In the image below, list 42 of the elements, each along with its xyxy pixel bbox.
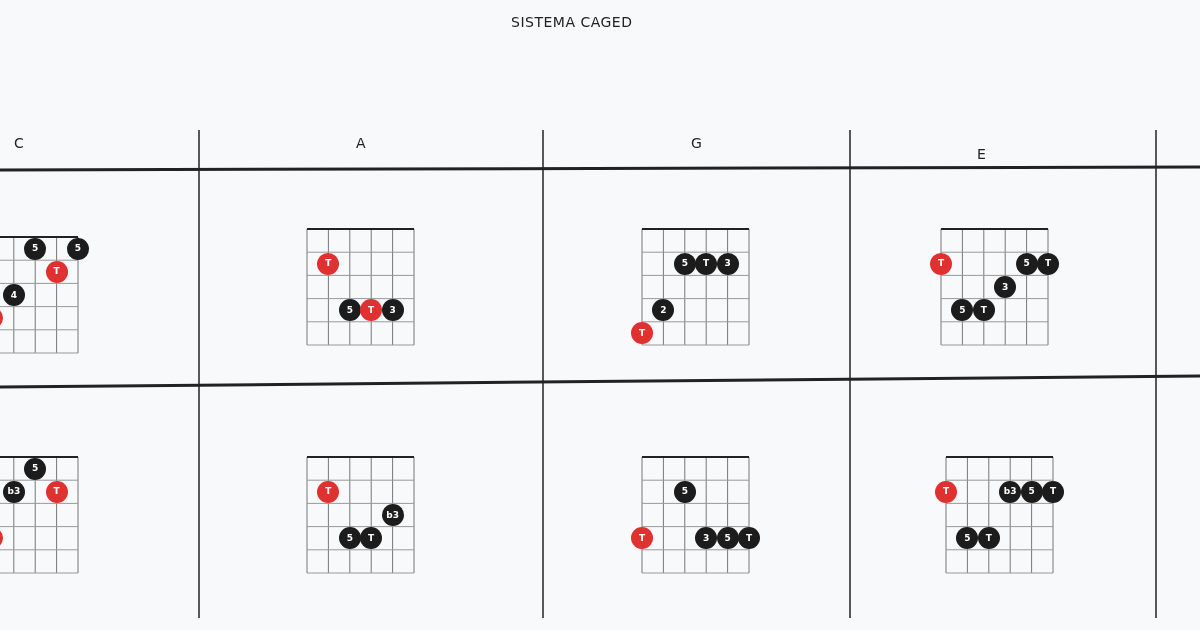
note-dot: 5 — [673, 252, 696, 275]
note-dot: T — [317, 480, 340, 503]
column-heading: E — [977, 146, 986, 162]
note-dot: 5 — [1015, 252, 1038, 275]
note-dot: 5 — [67, 237, 89, 260]
note-dot: 5 — [956, 527, 979, 550]
note-dot: T — [1042, 480, 1064, 503]
note-dot: 5 — [716, 527, 739, 550]
note-dot: 5 — [951, 299, 974, 322]
note-dot: b3 — [2, 480, 25, 503]
column-heading: G — [691, 135, 702, 151]
note-dot: T — [695, 252, 718, 275]
note-dot: 5 — [24, 237, 47, 260]
note-dot: T — [738, 527, 760, 550]
note-dot: T — [930, 252, 952, 275]
note-dot: T — [1037, 252, 1059, 275]
note-dot: T — [631, 322, 653, 345]
note-dot: T — [977, 527, 1000, 550]
note-dot: T — [317, 252, 340, 275]
column-heading: A — [356, 135, 366, 151]
note-dot: b3 — [999, 480, 1022, 503]
note-dot: 3 — [994, 276, 1017, 298]
note-dot: b3 — [381, 504, 404, 526]
column-heading: C — [14, 135, 24, 151]
note-dot: T — [631, 527, 653, 550]
note-dot: T — [45, 480, 68, 503]
title: SISTEMA CAGED — [511, 14, 633, 30]
note-dot: T — [360, 527, 383, 550]
note-dot: 3 — [695, 527, 718, 550]
note-dot: 5 — [24, 457, 47, 480]
note-dot: 3 — [716, 252, 739, 275]
note-dot: T — [360, 299, 383, 322]
note-dot: 5 — [1020, 480, 1043, 503]
note-dot: T — [972, 299, 995, 322]
note-dot: 5 — [338, 299, 361, 322]
note-dot: 2 — [652, 299, 675, 322]
note-dot: 3 — [381, 299, 404, 322]
note-dot: T — [935, 480, 957, 503]
note-dot: 5 — [338, 527, 361, 550]
note-dot: T — [45, 260, 68, 283]
note-dot: 5 — [673, 480, 696, 503]
note-dot: 4 — [2, 284, 25, 306]
